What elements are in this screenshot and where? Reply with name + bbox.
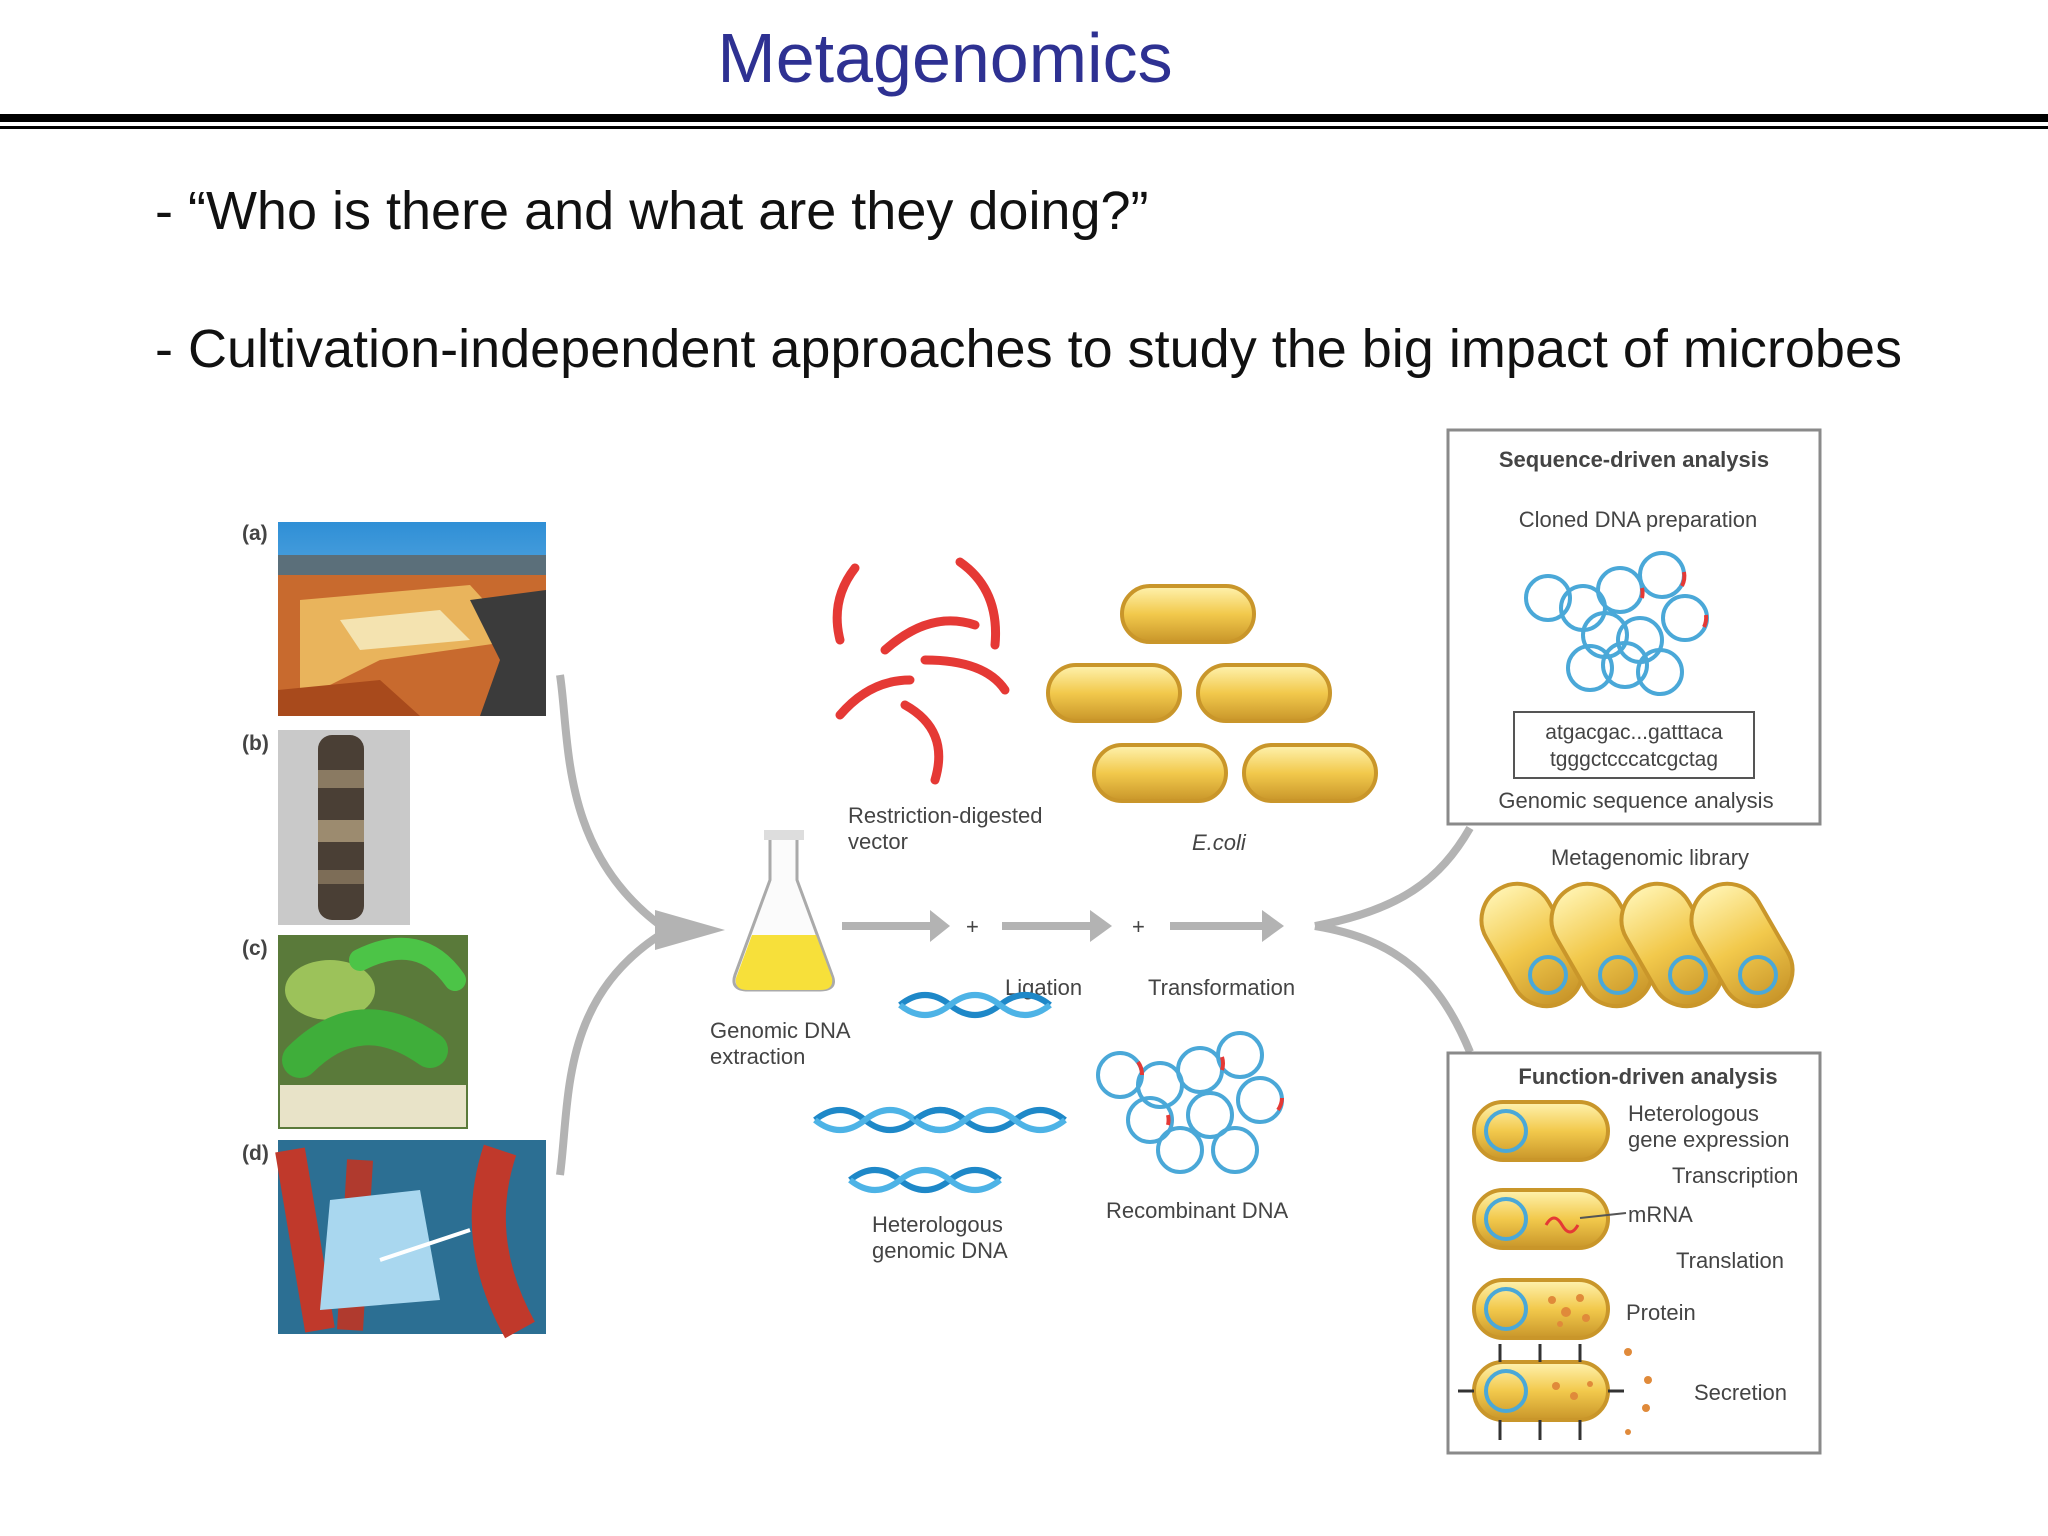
arrow-head-to-flask — [655, 910, 725, 950]
sequence-line-1: atgacgac...gatttaca — [1545, 721, 1723, 744]
panel-label-a: (a) — [242, 522, 268, 545]
label-ecoli: E.coli — [1192, 830, 1247, 855]
sequence-box-title: Sequence-driven analysis — [1499, 447, 1769, 472]
label-heterologous-expression-1: Heterologous — [1628, 1101, 1759, 1126]
title-rule-thick — [0, 114, 2048, 122]
metagenomic-library-cells — [1479, 881, 1795, 1009]
sequence-driven-box: Sequence-driven analysis Cloned DNA prep… — [1446, 428, 1822, 826]
bullet-question: - “Who is there and what are they doing?… — [155, 181, 1149, 241]
photo-tissue — [275, 1140, 546, 1339]
photo-soil-core — [278, 730, 410, 925]
function-driven-box: Function-driven analysis Heterologous ge… — [1446, 1051, 1822, 1455]
label-recombinant-dna: Recombinant DNA — [1106, 1198, 1289, 1223]
process-arrows — [842, 910, 1284, 942]
expression-cell-2 — [1472, 1188, 1627, 1250]
plus-sign-2: + — [1132, 914, 1145, 939]
panel-label-b: (b) — [242, 732, 269, 755]
sequence-readout-box — [1513, 711, 1755, 779]
label-heterologous-dna-2: genomic DNA — [872, 1238, 1008, 1263]
heterologous-dna-helices — [813, 992, 1067, 1193]
slide-title: Metagenomics — [717, 19, 1173, 97]
label-transcription: Transcription — [1672, 1163, 1798, 1188]
library-plasmids — [1528, 955, 1778, 995]
label-transformation: Transformation — [1148, 975, 1295, 1000]
photo-symbiont — [278, 935, 468, 1129]
bullet-cultivation: - Cultivation-independent approaches to … — [155, 319, 1902, 379]
label-metagenomic-library: Metagenomic library — [1551, 845, 1749, 870]
expression-cell-4 — [1458, 1344, 1652, 1440]
label-genomic-extraction-2: extraction — [710, 1044, 805, 1069]
title-rule-thin — [0, 126, 2048, 129]
expression-cell-3 — [1472, 1278, 1610, 1340]
diverging-arrows — [1314, 825, 1474, 1054]
label-protein: Protein — [1626, 1300, 1696, 1325]
label-heterologous-dna-1: Heterologous — [872, 1212, 1003, 1237]
label-translation: Translation — [1676, 1248, 1784, 1273]
label-restriction-vector-2: vector — [848, 829, 908, 854]
ecoli-cells — [1046, 584, 1378, 803]
recombinant-dna-circles — [1096, 1031, 1284, 1174]
panel-label-c: (c) — [242, 937, 268, 960]
metagenomics-diagram: (a) (b) (c) (d) — [242, 428, 1822, 1455]
panel-label-d: (d) — [242, 1142, 269, 1165]
sequence-line-2: tgggctcccatcgctag — [1550, 748, 1718, 771]
function-box-title: Function-driven analysis — [1518, 1064, 1777, 1089]
expression-cell-1 — [1472, 1100, 1610, 1162]
flask-icon — [732, 830, 835, 992]
label-genomic-sequence-analysis: Genomic sequence analysis — [1498, 788, 1773, 813]
photo-hot-spring — [278, 522, 546, 716]
label-heterologous-expression-2: gene expression — [1628, 1127, 1789, 1152]
label-mrna: mRNA — [1628, 1202, 1693, 1227]
label-secretion: Secretion — [1694, 1380, 1787, 1405]
source-converging-arrows — [556, 674, 663, 1176]
restriction-vector-arcs — [832, 557, 1010, 785]
label-genomic-extraction-1: Genomic DNA — [710, 1018, 851, 1043]
label-cloned-dna: Cloned DNA preparation — [1519, 507, 1757, 532]
label-restriction-vector-1: Restriction-digested — [848, 803, 1042, 828]
plus-sign-1: + — [966, 914, 979, 939]
